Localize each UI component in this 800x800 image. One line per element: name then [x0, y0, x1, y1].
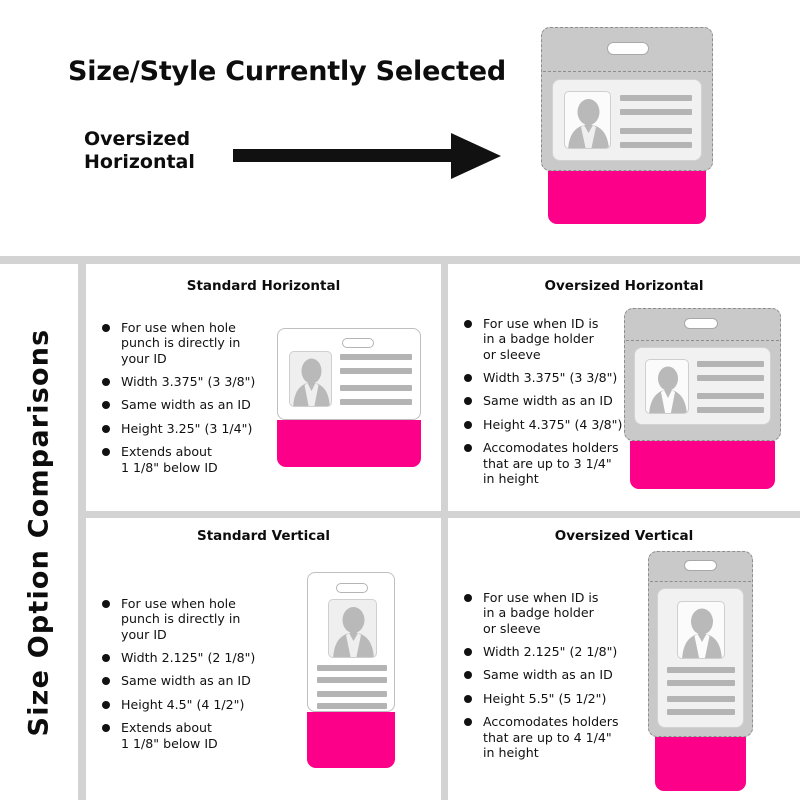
list-item: Same width as an ID [102, 397, 280, 412]
card-text-line [620, 128, 692, 134]
list-item: Height 3.25" (3 1/4") [102, 421, 280, 436]
card-text-line [697, 375, 764, 381]
photo-placeholder [289, 351, 332, 407]
panel-title: Standard Horizontal [186, 278, 341, 294]
panel-bullet-list: For use when ID is in a badge holder or … [464, 316, 642, 494]
grid-divider-horizontal [86, 511, 800, 518]
sidebar-label: Size Option Comparisons [23, 328, 55, 736]
sleeve-seam [626, 340, 779, 341]
badge-standard-vertical [307, 572, 395, 768]
card-text-line [620, 95, 692, 101]
card-text-line [340, 368, 412, 374]
sleeve-seam [650, 581, 751, 582]
grid-top-band [0, 256, 800, 264]
grid-divider-left [78, 264, 86, 800]
slot-hole-icon [607, 42, 649, 55]
id-card [277, 328, 421, 420]
card-text-line [317, 665, 387, 671]
badge-oversized-vertical [648, 551, 753, 791]
grid-divider-vertical [441, 264, 448, 800]
list-item: Same width as an ID [102, 673, 280, 688]
list-item: For use when ID is in a badge holder or … [464, 590, 642, 636]
photo-placeholder [677, 601, 725, 659]
list-item: Accomodates holders that are up to 3 1/4… [464, 440, 642, 486]
list-item: Width 3.375" (3 3/8") [464, 370, 642, 385]
slot-hole-icon [342, 338, 374, 348]
pink-label-extension [277, 420, 421, 467]
panel-standard-horizontal[interactable]: Standard Horizontal For use when hole pu… [86, 264, 441, 511]
card-text-line [340, 385, 412, 391]
card-text-line [317, 691, 387, 697]
list-item: Extends about 1 1/8" below ID [102, 444, 280, 475]
badge-standard-horizontal [277, 328, 421, 467]
card-text-line [317, 703, 387, 709]
panel-oversized-vertical[interactable]: Oversized Vertical For use when ID is in… [448, 518, 800, 800]
card-text-line [620, 109, 692, 115]
id-card [307, 572, 395, 712]
list-item: Extends about 1 1/8" below ID [102, 720, 280, 751]
card-text-line [697, 361, 764, 367]
list-item: Same width as an ID [464, 667, 642, 682]
hero-badge-oversized-horizontal [541, 27, 713, 224]
badge-oversized-horizontal [624, 308, 781, 489]
pink-label-extension [655, 737, 746, 791]
id-card [634, 347, 771, 425]
card-text-line [697, 393, 764, 399]
list-item: Width 3.375" (3 3/8") [102, 374, 280, 389]
card-text-line [667, 667, 735, 673]
pink-label-extension [307, 712, 395, 768]
slot-hole-icon [684, 560, 717, 571]
photo-placeholder [645, 359, 689, 414]
list-item: Same width as an ID [464, 393, 642, 408]
photo-placeholder [328, 599, 377, 658]
list-item: For use when ID is in a badge holder or … [464, 316, 642, 362]
panel-bullet-list: For use when ID is in a badge holder or … [464, 590, 642, 768]
list-item: Height 5.5" (5 1/2") [464, 691, 642, 706]
slot-hole-icon [684, 318, 718, 329]
panel-title: Oversized Horizontal [544, 278, 704, 294]
card-text-line [620, 142, 692, 148]
pink-label-extension [630, 441, 775, 489]
card-text-line [340, 399, 412, 405]
card-text-line [667, 709, 735, 715]
list-item: For use when hole punch is directly in y… [102, 320, 280, 366]
card-text-line [697, 407, 764, 413]
selected-style-label: Oversized Horizontal [84, 128, 195, 174]
card-text-line [667, 680, 735, 686]
sleeve-seam [543, 71, 711, 72]
panel-standard-vertical[interactable]: Standard Vertical For use when hole punc… [86, 518, 441, 800]
photo-placeholder [564, 91, 611, 149]
list-item: Width 2.125" (2 1/8") [464, 644, 642, 659]
panel-oversized-horizontal[interactable]: Oversized Horizontal For use when ID is … [448, 264, 800, 511]
list-item: For use when hole punch is directly in y… [102, 596, 280, 642]
list-item: Width 2.125" (2 1/8") [102, 650, 280, 665]
pink-label-extension [548, 171, 706, 224]
panel-bullet-list: For use when hole punch is directly in y… [102, 596, 280, 759]
list-item: Height 4.5" (4 1/2") [102, 697, 280, 712]
panel-title: Standard Vertical [196, 528, 331, 544]
card-text-line [317, 677, 387, 683]
panel-title: Oversized Vertical [554, 528, 694, 544]
card-text-line [667, 696, 735, 702]
list-item: Accomodates holders that are up to 4 1/4… [464, 714, 642, 760]
slot-hole-icon [336, 583, 368, 593]
panel-bullet-list: For use when hole punch is directly in y… [102, 320, 280, 483]
sidebar-title: Size Option Comparisons [0, 264, 78, 800]
list-item: Height 4.375" (4 3/8") [464, 417, 642, 432]
hero-section: Size/Style Currently Selected Oversized … [0, 0, 800, 256]
card-text-line [340, 354, 412, 360]
id-card [657, 588, 744, 728]
right-arrow-icon [233, 133, 501, 179]
page-title: Size/Style Currently Selected [68, 56, 506, 87]
id-card [552, 79, 702, 161]
